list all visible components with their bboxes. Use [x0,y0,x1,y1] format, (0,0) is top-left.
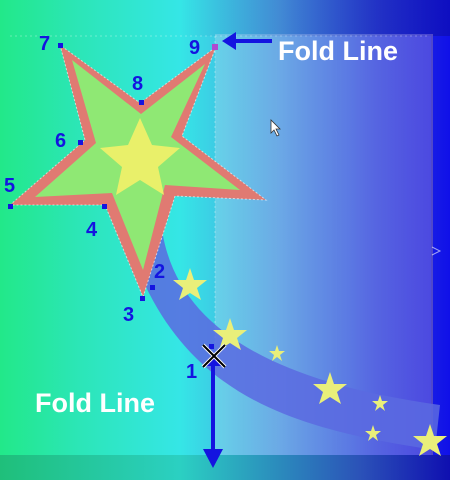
point-marker-5 [8,204,13,209]
point-label-5: 5 [4,176,15,196]
arrow-left-icon [222,32,272,50]
fold-line-label-top: Fold Line [278,38,398,65]
point-label-3: 3 [123,305,134,325]
point-label-9: 9 [189,38,200,58]
point-marker-3 [140,296,145,301]
point-label-8: 8 [132,74,143,94]
point-label-6: 6 [55,131,66,151]
point-marker-8 [139,100,144,105]
point-marker-2 [150,285,155,290]
point-label-2: 2 [154,262,165,282]
point-label-1: 1 [186,362,197,382]
fold-line-label-bottom: Fold Line [35,390,155,417]
point-marker-1 [209,344,214,349]
resize-handle-icon[interactable] [432,247,440,255]
tail-band [145,210,440,450]
point-marker-6 [78,140,83,145]
point-label-4: 4 [86,220,97,240]
point-marker-7 [58,43,63,48]
point-marker-9 [212,44,218,50]
point-label-7: 7 [39,34,50,54]
point-marker-4 [102,204,107,209]
tail-star-5 [269,345,285,361]
cursor-icon [271,120,280,136]
